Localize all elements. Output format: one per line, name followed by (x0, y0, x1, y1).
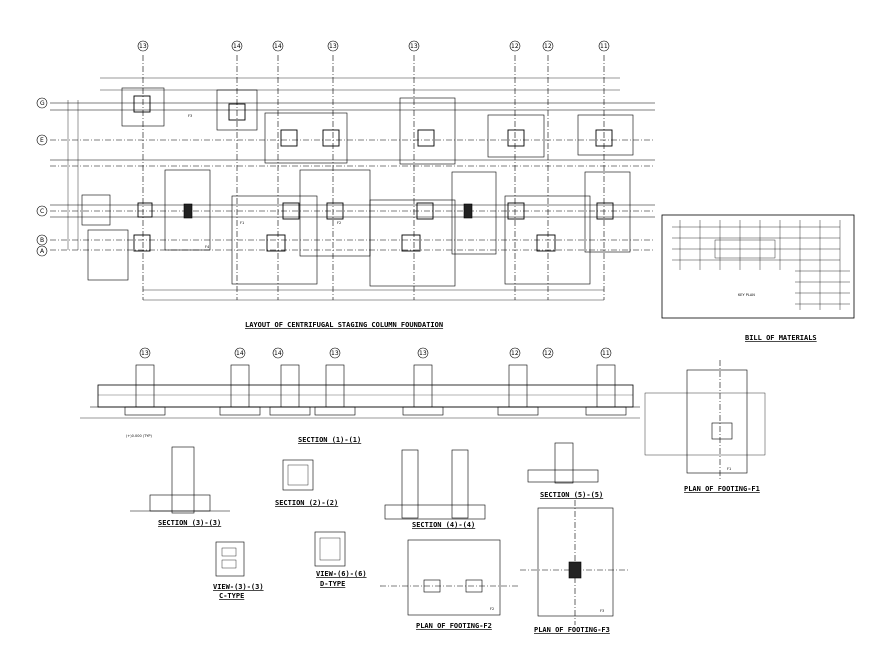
key-plan-label: KEY PLAN (738, 293, 755, 297)
c-type-label: C-TYPE (219, 592, 244, 600)
view-66-title: VIEW-(6)-(6) (316, 570, 367, 578)
grid-label: 13 (410, 43, 418, 50)
plan-footing-f2 (380, 539, 520, 616)
grid-label: 14 (233, 43, 241, 50)
view-3-3 (215, 541, 245, 577)
grid-label: 12 (511, 350, 519, 357)
grid-label: 12 (544, 43, 552, 50)
key-plan (661, 214, 855, 319)
footing-tag: F3 (188, 114, 192, 118)
footing-tag: F2 (337, 221, 341, 225)
section-55-title: SECTION (5)-(5) (540, 491, 603, 499)
section-3-3 (130, 446, 230, 514)
section-5-5 (527, 442, 599, 484)
view-33-title: VIEW-(3)-(3) (213, 583, 264, 591)
section-1-1 (80, 347, 640, 419)
grid-label: 14 (274, 350, 282, 357)
grid-label: 13 (331, 350, 339, 357)
plan-footing-f1 (644, 360, 766, 480)
bill-title: BILL OF MATERIALS (745, 334, 817, 342)
grid-label: 13 (419, 350, 427, 357)
grid-label: 14 (236, 350, 244, 357)
footing-tag: F2 (490, 607, 494, 611)
d-type-label: D-TYPE (320, 580, 345, 588)
plan-footing-f3 (520, 500, 630, 625)
grid-label: G (40, 100, 45, 107)
section-44-title: SECTION (4)-(4) (412, 521, 475, 529)
grid-label: 11 (602, 350, 610, 357)
grid-label: 12 (544, 350, 552, 357)
view-6-6 (314, 531, 346, 567)
layout-plan (50, 55, 655, 301)
section-column-detail (282, 459, 314, 491)
grid-label: A (40, 248, 45, 255)
footing-tag: F4 (205, 245, 210, 249)
plan-f2-title: PLAN OF FOOTING-F2 (416, 622, 492, 630)
layout-title: LAYOUT OF CENTRIFUGAL STAGING COLUMN FOU… (245, 321, 443, 329)
grid-label: C (40, 208, 44, 215)
grid-bubbles-top (137, 40, 610, 52)
grid-label: 13 (139, 43, 147, 50)
grid-label: 12 (511, 43, 519, 50)
grid-label: 11 (600, 43, 608, 50)
plan-f3-title: PLAN OF FOOTING-F3 (534, 626, 610, 634)
section-11-title: SECTION (1)-(1) (298, 436, 361, 444)
footing-tag: F3 (600, 609, 604, 613)
footing-tag: F1 (727, 467, 731, 471)
plan-f1-title: PLAN OF FOOTING-F1 (684, 485, 760, 493)
section-33-title: SECTION (3)-(3) (158, 519, 221, 527)
grid-bubbles-left (36, 97, 48, 257)
grid-label: 14 (274, 43, 282, 50)
level-label: (+)0.000 (TYP) (126, 434, 153, 438)
grid-label: 13 (141, 350, 149, 357)
section-4-4 (384, 449, 486, 520)
grid-label: E (40, 137, 44, 144)
footing-tag: F1 (240, 221, 244, 225)
grid-label: B (40, 237, 44, 244)
section-22-title: SECTION (2)-(2) (275, 499, 338, 507)
grid-label: 13 (329, 43, 337, 50)
